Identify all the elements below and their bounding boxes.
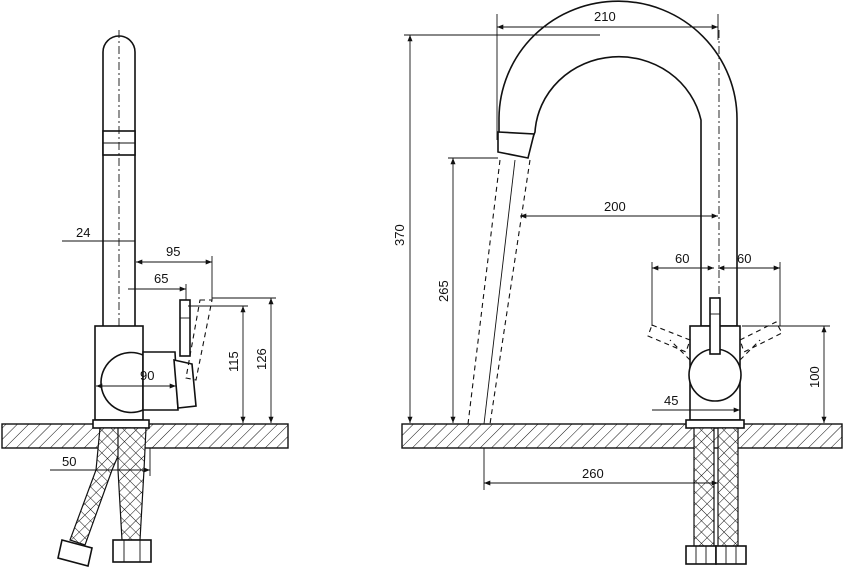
dim-200: 200 <box>604 199 626 214</box>
front-fitting-left <box>685 545 717 565</box>
front-gooseneck-spout <box>498 0 738 327</box>
side-lever-base <box>173 358 197 409</box>
side-hose-right <box>117 427 147 541</box>
dim-45: 45 <box>664 393 678 408</box>
front-view-dimensions: 210 370 265 200 60 60 100 45 260 <box>392 9 830 490</box>
front-fitting-right <box>715 545 747 565</box>
dim-100: 100 <box>807 366 822 388</box>
front-hose-right <box>717 427 739 549</box>
dim-95: 95 <box>166 244 180 259</box>
dim-24: 24 <box>76 225 90 240</box>
dim-370: 370 <box>392 224 407 246</box>
countertop-right <box>401 423 843 449</box>
dim-210: 210 <box>594 9 616 24</box>
water-stream-left <box>467 159 501 425</box>
side-lever <box>179 299 191 357</box>
front-hose-left <box>693 427 715 549</box>
dim-260: 260 <box>582 466 604 481</box>
side-fitting-left <box>57 539 93 567</box>
dim-265: 265 <box>436 280 451 302</box>
front-lever-alt-left <box>647 324 691 353</box>
front-aerator <box>497 131 536 159</box>
dim-65: 65 <box>154 271 168 286</box>
side-view-faucet <box>57 30 213 567</box>
side-lever-alt-position <box>185 299 213 381</box>
front-handle-knob <box>688 348 742 402</box>
dim-60-right: 60 <box>737 251 751 266</box>
front-view-faucet <box>467 0 783 565</box>
dim-115: 115 <box>226 351 241 372</box>
side-base-ring <box>92 419 150 429</box>
side-view-dimensions: 24 95 65 90 115 126 50 <box>50 225 276 476</box>
front-lever <box>709 297 721 355</box>
side-fitting-right <box>112 539 152 563</box>
dim-126: 126 <box>254 348 269 370</box>
side-handle-cap <box>142 351 179 411</box>
dim-90: 90 <box>140 368 154 383</box>
front-lever-alt-right <box>739 321 783 353</box>
dim-50: 50 <box>62 454 76 469</box>
dim-60-left: 60 <box>675 251 689 266</box>
front-base-ring <box>685 419 745 429</box>
